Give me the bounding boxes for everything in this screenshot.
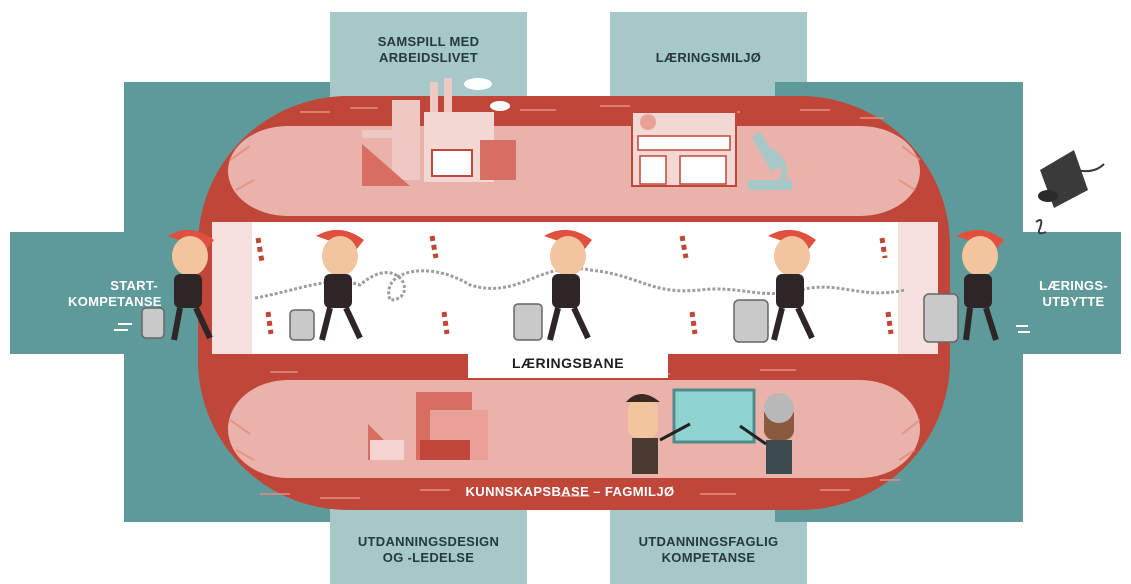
suitcase-icon: [290, 310, 314, 340]
label-left: START- KOMPETANSE: [68, 278, 158, 310]
track-inner-bottom: [228, 380, 920, 478]
whiteboard-icon: [674, 390, 754, 442]
label-top-right: LÆRINGSMILJØ: [610, 50, 807, 66]
base-label: KUNNSKAPSBASE – FAGMILJØ: [420, 483, 720, 501]
track-inner-top: [228, 126, 920, 216]
lane-fade-left: [212, 222, 252, 354]
suitcase-icon: [514, 304, 542, 340]
label-bottom-left: UTDANNINGSDESIGN OG -LEDELSE: [330, 534, 527, 566]
suitcase-icon: [924, 294, 958, 342]
suitcase-icon: [142, 308, 164, 338]
label-bottom-right: UTDANNINGSFAGLIG KOMPETANSE: [610, 534, 807, 566]
label-right: LÆRINGS- UTBYTTE: [1026, 278, 1121, 310]
track-label: LÆRINGSBANE: [468, 348, 668, 378]
suitcase-icon: [734, 300, 768, 342]
graduation-cap-icon: [1036, 150, 1104, 233]
label-top-left: SAMSPILL MED ARBEIDSLIVET: [330, 34, 527, 66]
building-icon: [632, 112, 736, 186]
